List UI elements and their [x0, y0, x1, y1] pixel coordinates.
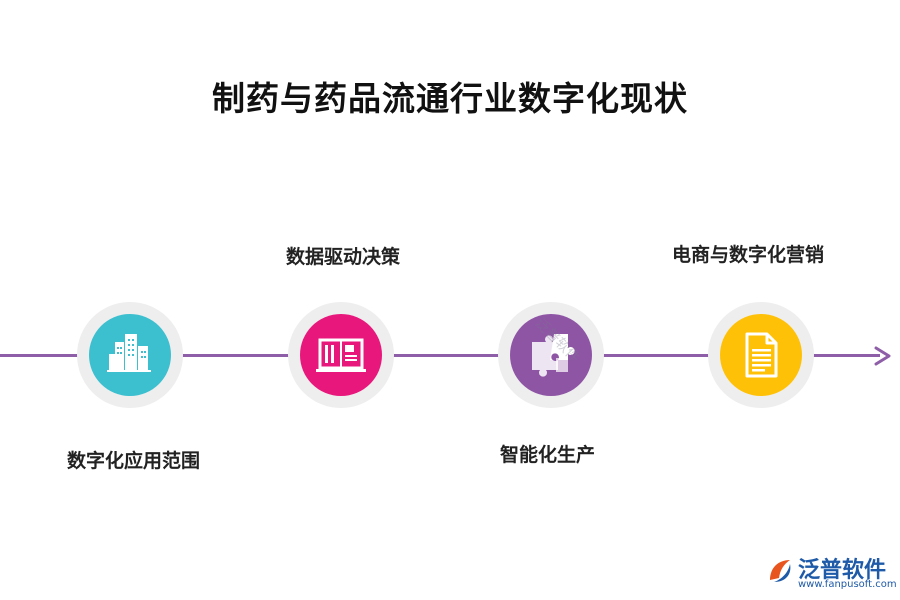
open-book-icon — [316, 338, 366, 372]
node-circle — [89, 314, 171, 396]
fanpu-logo-icon — [770, 560, 791, 582]
timeline-line — [0, 354, 880, 357]
document-icon — [745, 332, 778, 378]
node-label-1: 数字化应用范围 — [67, 450, 201, 472]
brand-logo: 泛普软件 www.fanpusoft.com — [764, 552, 897, 596]
node-label-3: 智能化生产 — [500, 444, 596, 466]
timeline-node-3 — [498, 302, 604, 408]
puzzle-icon — [532, 334, 575, 377]
arrow-right-icon — [874, 346, 891, 366]
node-label-2: 数据驱动决策 — [286, 246, 401, 268]
node-circle — [510, 314, 592, 396]
node-circle — [720, 314, 802, 396]
logo-name: 泛普软件 — [798, 558, 887, 583]
node-circle — [300, 314, 382, 396]
page-title: 制药与药品流通行业数字化现状 — [212, 79, 688, 118]
buildings-icon — [107, 334, 151, 372]
node-label-4: 电商与数字化营销 — [672, 244, 825, 266]
timeline-node-4 — [708, 302, 814, 408]
timeline-node-1 — [77, 302, 183, 408]
timeline-node-2 — [288, 302, 394, 408]
logo-url: www.fanpusoft.com — [798, 579, 897, 590]
